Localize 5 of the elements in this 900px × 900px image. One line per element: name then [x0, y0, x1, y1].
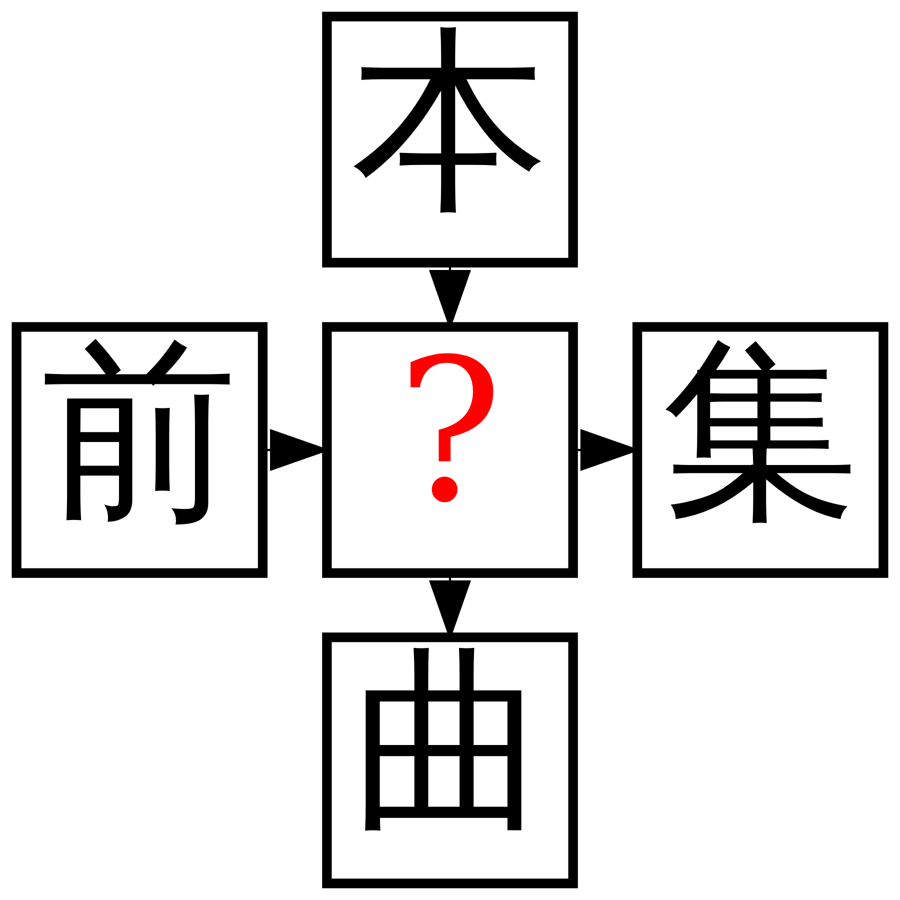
node-box: 集: [632, 322, 888, 578]
node-box: 曲: [322, 632, 578, 888]
node-box: ?: [322, 322, 578, 578]
node-box: 前: [12, 322, 268, 578]
node-box: 本: [322, 12, 578, 268]
